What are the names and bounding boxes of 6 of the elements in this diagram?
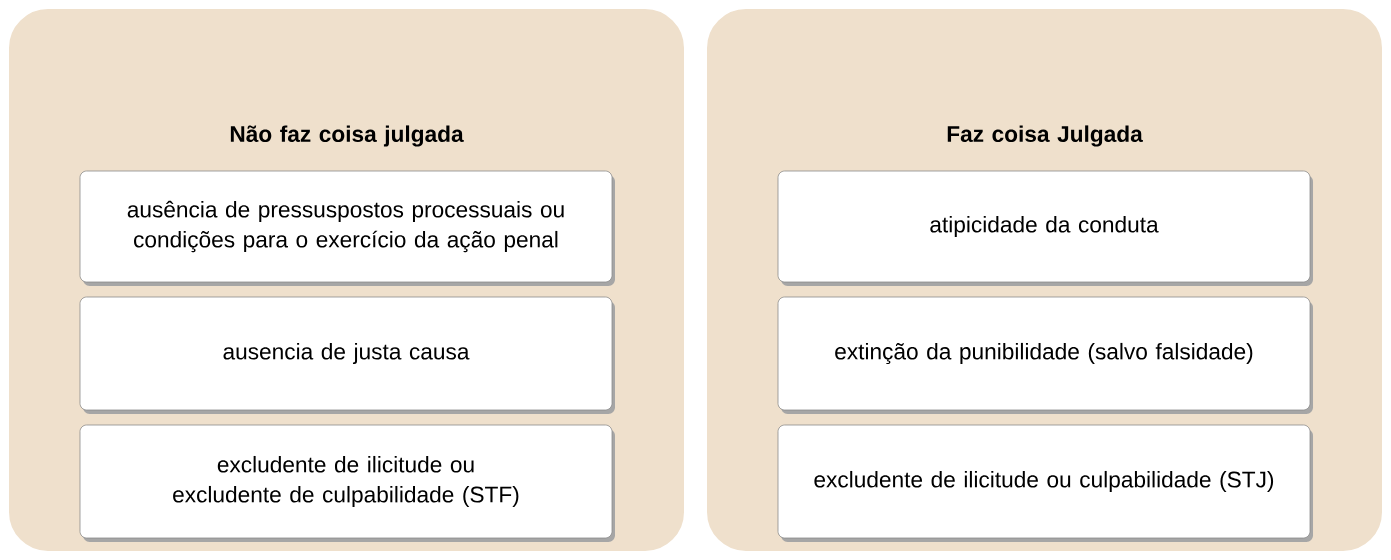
text-box: ausencia de justa causa xyxy=(79,296,615,414)
text-box: excludente de ilicitude ou culpabilidade (STJ) xyxy=(777,424,1313,542)
text-box: atipicidade da conduta xyxy=(777,170,1313,286)
text-box: excludente de ilicitude ou excludente de culpabilidade (STF) xyxy=(79,424,615,542)
text-box: ausência de pressuspostos processuais ou condições para o exercício da ação penal xyxy=(79,170,615,286)
text-box: extinção da punibilidade (salvo falsidade) xyxy=(777,296,1313,414)
